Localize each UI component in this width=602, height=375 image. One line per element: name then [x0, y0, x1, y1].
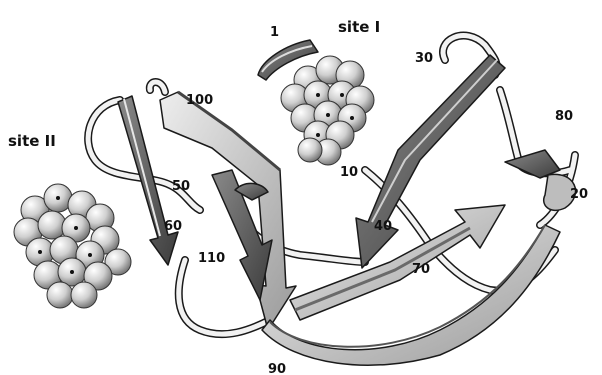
residue-label-1: 1	[270, 25, 279, 40]
residue-label-80: 80	[555, 109, 573, 124]
strand-70	[290, 205, 505, 320]
residue-label-10: 10	[340, 165, 358, 180]
site-1-cluster	[281, 56, 374, 165]
residue-label-40: 40	[374, 219, 392, 234]
residue-label-90: 90	[268, 362, 286, 375]
residue-label-100: 100	[186, 93, 213, 108]
site-2-label: site II	[8, 132, 56, 150]
site-2-cluster	[14, 184, 131, 308]
residue-label-20: 20	[570, 187, 588, 202]
residue-label-60: 60	[164, 219, 182, 234]
residue-label-70: 70	[412, 262, 430, 277]
residue-label-30: 30	[415, 51, 433, 66]
site-1-label: site I	[338, 18, 380, 36]
residue-label-110: 110	[198, 251, 225, 266]
residue-label-50: 50	[172, 179, 190, 194]
